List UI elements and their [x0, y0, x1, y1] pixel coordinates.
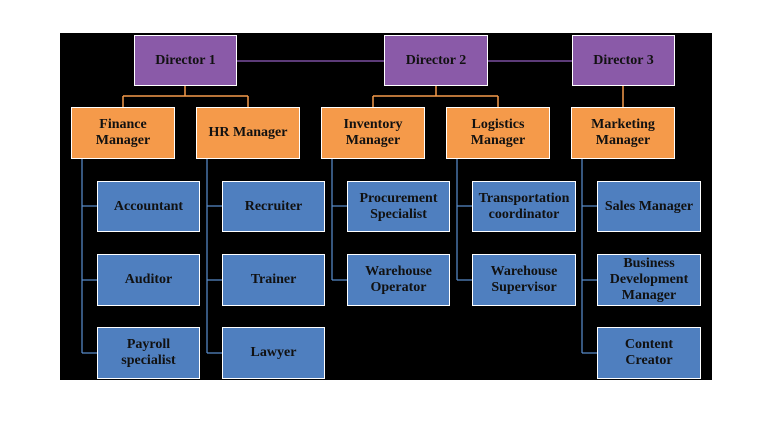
payroll-specialist-box: Payroll specialist: [97, 327, 200, 379]
warehouse-operator-box: Warehouse Operator: [347, 254, 450, 306]
inventory-manager-box: Inventory Manager: [321, 107, 425, 159]
hr-manager-box: HR Manager: [196, 107, 300, 159]
logistics-manager-box: Logistics Manager: [446, 107, 550, 159]
auditor-box: Auditor: [97, 254, 200, 306]
transportation-coordinator-box: Transportation coordinator: [472, 181, 576, 232]
trainer-box: Trainer: [222, 254, 325, 306]
finance-manager-box: Finance Manager: [71, 107, 175, 159]
director-3-box: Director 3: [572, 35, 675, 86]
director-2-box: Director 2: [384, 35, 488, 86]
procurement-specialist-box: Procurement Specialist: [347, 181, 450, 232]
recruiter-box: Recruiter: [222, 181, 325, 232]
director-1-box: Director 1: [134, 35, 237, 86]
lawyer-box: Lawyer: [222, 327, 325, 379]
business-development-manager-box: Business Development Manager: [597, 254, 701, 306]
content-creator-box: Content Creator: [597, 327, 701, 379]
accountant-box: Accountant: [97, 181, 200, 232]
sales-manager-box: Sales Manager: [597, 181, 701, 232]
warehouse-supervisor-box: Warehouse Supervisor: [472, 254, 576, 306]
marketing-manager-box: Marketing Manager: [571, 107, 675, 159]
